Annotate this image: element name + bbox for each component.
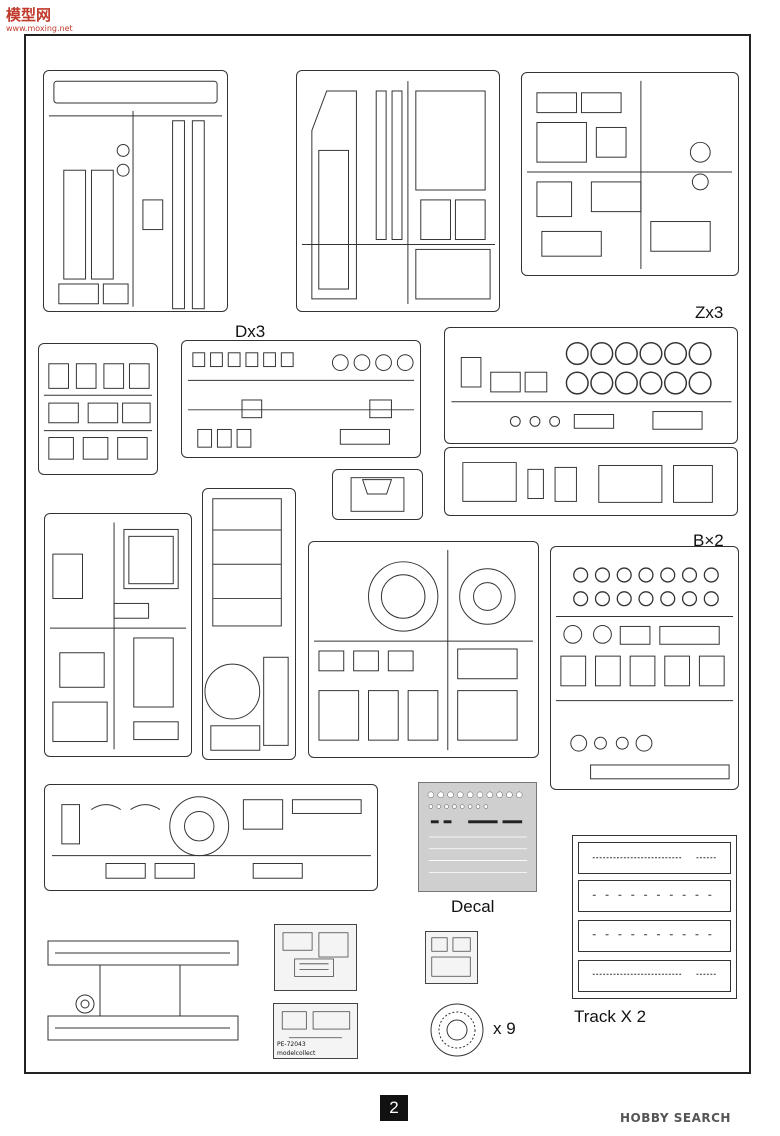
label-bx2: B×2: [693, 531, 724, 550]
sprue-d: [181, 340, 421, 458]
sprue-turret-parts: [44, 784, 378, 891]
sprue-z-wheels: [451, 342, 732, 430]
sprue-hull: [296, 70, 500, 312]
pe-fret-2: PE-72043 modelcollect: [273, 1003, 358, 1059]
pe-turret-ring-graphic: [430, 1003, 484, 1057]
label-dx3: Dx3: [235, 322, 266, 341]
pe-fret-3: [425, 931, 478, 984]
pe-turret-ring: [429, 1002, 485, 1058]
track-sheet: [572, 835, 737, 999]
page-number: 2: [380, 1095, 408, 1121]
sprue-turret-parts-parts: [52, 796, 371, 879]
sprue-interior-parts: [527, 80, 732, 270]
sprue-engine-deck: [332, 469, 423, 520]
label-track: Track X 2: [574, 1007, 647, 1026]
sprue-turret-structure: [202, 488, 296, 760]
site-logo-text: 模型网: [6, 6, 52, 24]
sprue-bulkheads: [444, 447, 738, 516]
track-run-2: [578, 880, 731, 912]
sprue-b-wheels: [555, 567, 734, 780]
sprue-interior: [521, 72, 739, 276]
sprue-a-parts: [314, 549, 533, 751]
instruction-page-frame: [24, 34, 751, 1074]
sprue-f-parts: [43, 363, 153, 460]
sprue-f: [38, 343, 158, 475]
sprue-hull-parts: [301, 81, 496, 304]
sprue-chassis-1-parts: [48, 80, 223, 310]
label-zx3: Zx3: [695, 303, 724, 322]
track-run-3: [578, 920, 731, 952]
track-run-4: [578, 960, 731, 992]
sprue-side-skirts: [45, 938, 245, 1048]
pe-fret-2-parts: [281, 1011, 351, 1039]
pe-brand: modelcollect: [277, 1050, 316, 1057]
pe-fret-1-parts: [282, 932, 349, 977]
sprue-side-skirts-parts: [47, 940, 239, 1041]
sprue-turret-structure-parts: [204, 498, 289, 751]
decal-sheet-markings: [427, 791, 528, 873]
sprue-c-parts: [49, 522, 187, 750]
hobby-search-watermark: HOBBY SEARCH: [620, 1111, 731, 1125]
pe-code: PE-72043: [277, 1041, 306, 1048]
label-pe-count: x 9: [493, 1019, 516, 1038]
sprue-chassis-1: [43, 70, 228, 312]
sprue-c: [44, 513, 192, 757]
sprue-engine-deck-parts: [350, 477, 405, 512]
track-run-1: [578, 842, 731, 874]
site-url: www.moxing.net: [6, 24, 73, 33]
sprue-b: [550, 546, 739, 790]
sprue-d-parts: [187, 352, 415, 448]
label-decal: Decal: [451, 897, 495, 916]
track-links: [592, 857, 722, 975]
sprue-z: [444, 327, 738, 444]
sprue-bulkheads-parts: [462, 462, 713, 503]
sprue-a: [308, 541, 539, 758]
pe-fret-1: [274, 924, 357, 991]
decal-sheet: [418, 782, 537, 892]
pe-fret-3-parts: [431, 937, 471, 977]
